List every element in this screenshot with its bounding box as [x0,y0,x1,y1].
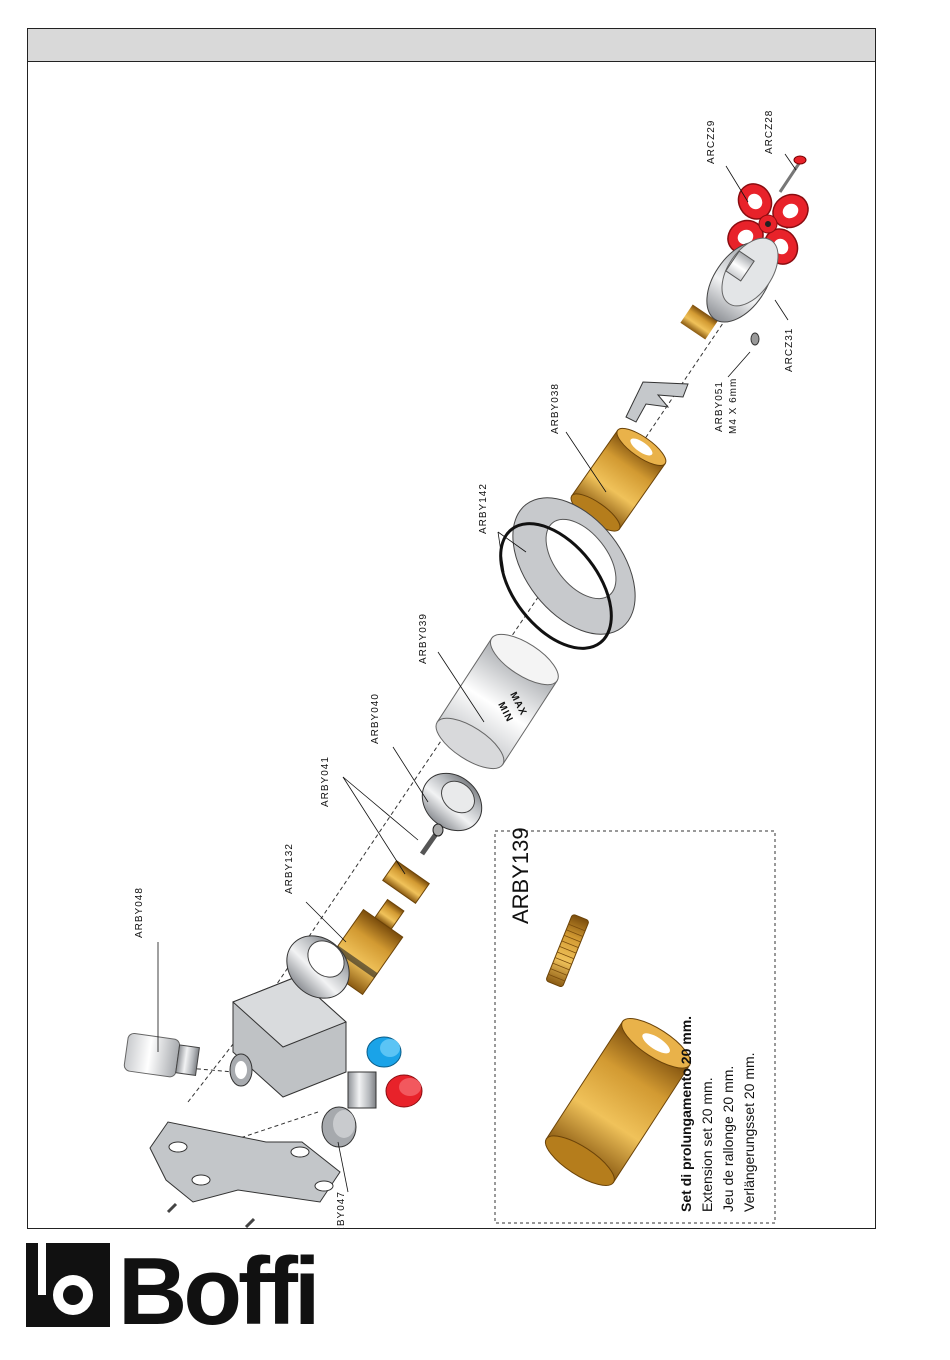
screw-arby051 [751,333,759,345]
cap-red [386,1075,422,1107]
plug-arby048 [124,1033,201,1081]
label-arby142: ARBY142 [478,483,489,534]
kit-title-en: Extension set 20 mm. [699,1077,715,1212]
label-arby048: ARBY048 [134,887,145,938]
label-arby047: ARBY047 [336,1191,347,1228]
kit-title-fr: Jeu de rallonge 20 mm. [720,1066,736,1212]
kit-code: ARBY139 [508,827,533,924]
label-arby041: ARBY041 [320,756,331,807]
label-arby040: ARBY040 [370,693,381,744]
label-arby132: ARBY132 [284,843,295,894]
header-bar [28,29,875,62]
cap-blue [367,1037,401,1067]
label-arby039: ARBY039 [418,613,429,664]
label-arcz29: ARCZ29 [706,120,717,164]
mounting-plate [150,1122,340,1227]
label-arcz31: ARCZ31 [784,328,795,372]
kit-box-arby139: ARBY139 Set di prolung [495,827,775,1223]
label-arby038: ARBY038 [550,383,561,434]
kit-title-it: Set di prolungamento 20 mm. [678,1016,694,1212]
exploded-diagram: MAX MIN [28,62,875,1228]
plug-arby047 [322,1107,356,1147]
label-arcz28: ARCZ28 [764,110,775,154]
label-arby051-size: M4 X 6mm [728,378,739,434]
kit-splined-pin [546,914,590,988]
drawing-sheet: MAX MIN [27,28,876,1229]
screw-arcz28 [780,156,806,192]
boffi-logo: Boffi [26,1240,366,1330]
kit-title-de: Verlängerungsset 20 mm. [741,1052,757,1212]
ring-nut-arby040 [411,762,493,843]
svg-text:Boffi: Boffi [118,1240,317,1330]
knob-arby039 [429,625,566,778]
kit-brass-sleeve [539,1010,698,1194]
label-arby051: ARBY051 [714,381,725,432]
retaining-clip [626,382,688,422]
